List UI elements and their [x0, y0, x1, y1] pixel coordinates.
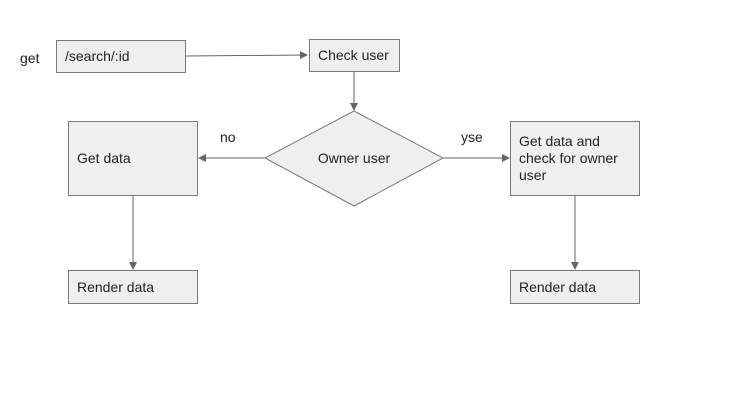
route-node-text: /search/:id	[65, 48, 130, 64]
render-data-right-node: Render data	[510, 270, 640, 304]
owner-user-diamond	[263, 110, 445, 207]
render-data-left-node: Render data	[68, 270, 198, 304]
check-user-node-text: Check user	[318, 47, 389, 63]
render-data-left-node-text: Render data	[77, 278, 155, 295]
render-data-right-node-text: Render data	[519, 278, 597, 295]
get-data-check-node-text: Get data and check for owner user	[519, 133, 618, 183]
yes-edge-label: yse	[461, 129, 483, 145]
get-data-node: Get data	[68, 121, 198, 196]
get-data-node-text: Get data	[77, 150, 131, 166]
owner-user-node-text: Owner user	[317, 150, 391, 166]
edge-route-to-check-user	[185, 51, 308, 60]
method-label: get	[20, 50, 40, 66]
check-user-node: Check user	[309, 39, 400, 72]
get-data-check-node: Get data and check for owner user	[510, 121, 640, 196]
route-node: /search/:id	[56, 40, 186, 73]
no-edge-label: no	[220, 129, 236, 145]
